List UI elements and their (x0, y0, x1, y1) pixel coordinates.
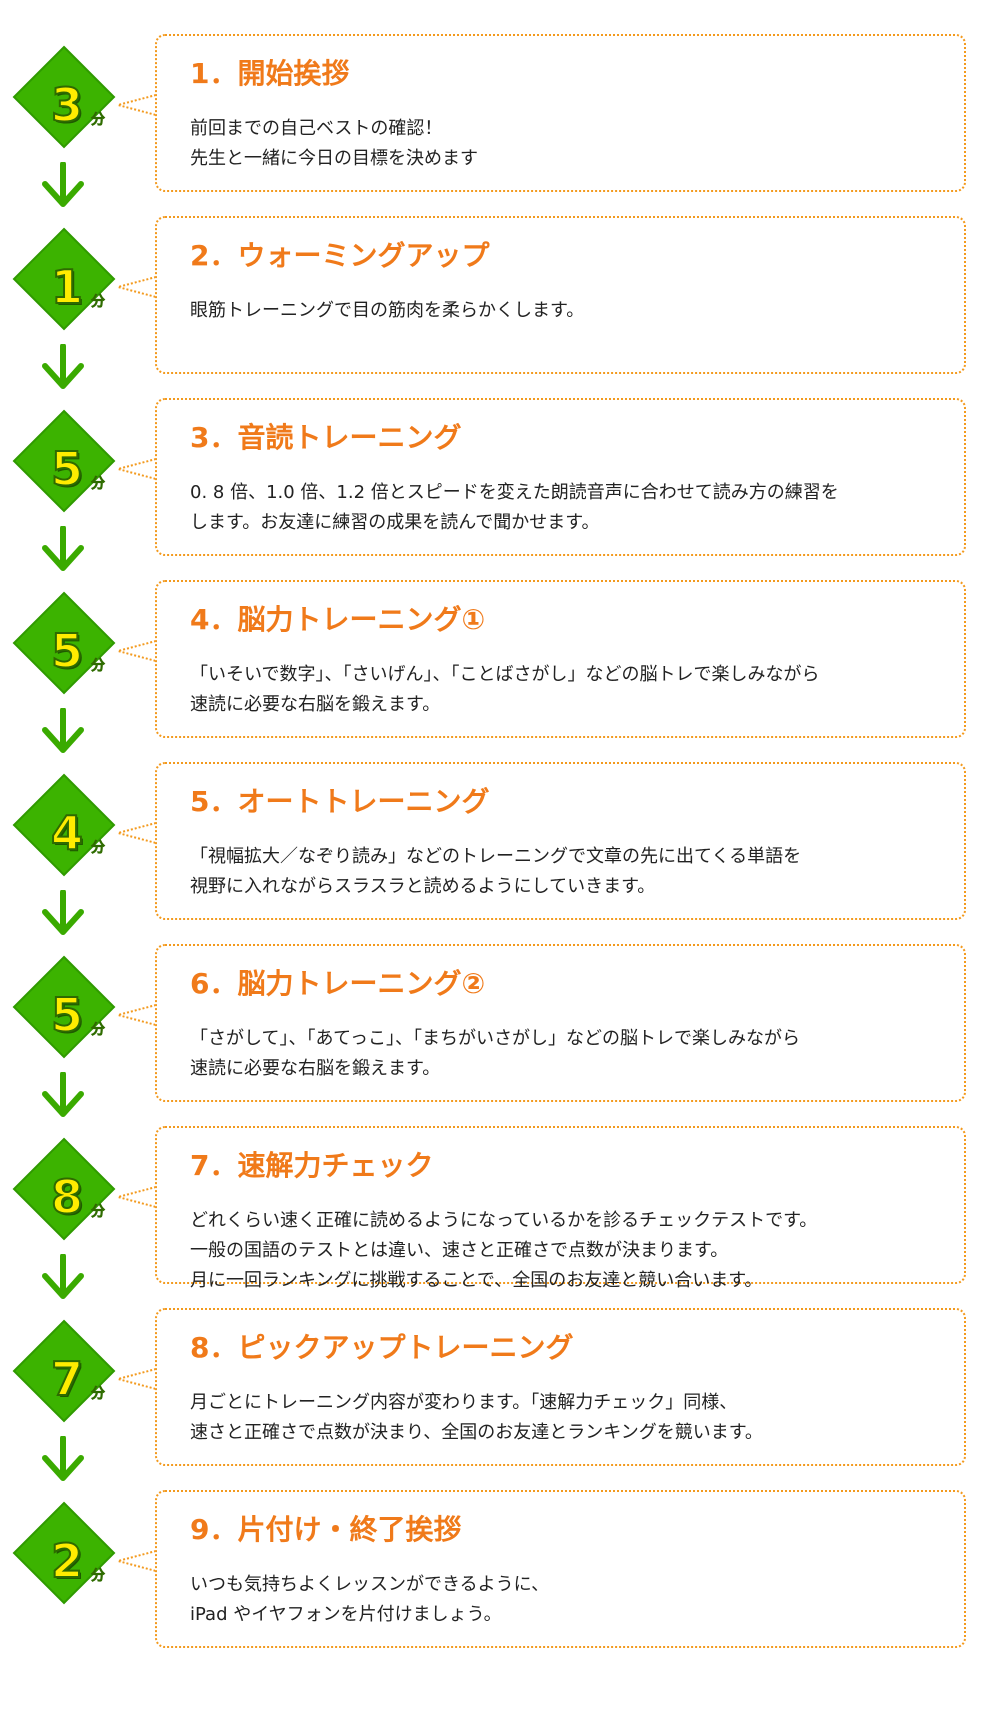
duration-unit: 分 (91, 1386, 106, 1403)
diamond-shape-icon (12, 1319, 116, 1423)
step-description: いつも気持ちよくレッスンができるように、 iPad やイヤフォンを片付けましょう… (190, 1574, 550, 1625)
duration-diamond: 4 分 (12, 773, 116, 877)
step-card: 1．開始挨拶 前回までの自己ベストの確認！ 先生と一緒に今日の目標を決めます (155, 34, 966, 192)
duration-unit: 分 (91, 658, 106, 675)
step-card: 6．脳力トレーニング② 「さがして」、「あてっこ」、「まちがいさがし」などの脳ト… (155, 944, 966, 1102)
duration-diamond: 3 分 (12, 45, 116, 149)
callout-pointer-icon (114, 637, 158, 669)
step-title: 6．脳力トレーニング② (190, 967, 486, 1000)
duration-minutes: 5 (50, 987, 84, 1043)
step-card: 5．オートトレーニング 「視幅拡大／なぞり読み」などのトレーニングで文章の先に出… (155, 762, 966, 920)
step-description: 「視幅拡大／なぞり読み」などのトレーニングで文章の先に出てくる単語を 視野に入れ… (190, 846, 802, 897)
down-arrow-icon (37, 525, 89, 578)
duration-minutes: 7 (50, 1351, 84, 1407)
step-description: 0. 8 倍、1.0 倍、1.2 倍とスピードを変えた朗読音声に合わせて読み方の… (190, 482, 839, 533)
down-arrow-icon (37, 343, 89, 396)
duration-minutes: 5 (50, 623, 84, 679)
duration-diamond: 5 分 (12, 591, 116, 695)
callout-pointer-icon (114, 819, 158, 851)
step-title: 5．オートトレーニング (190, 785, 490, 818)
step-title: 4．脳力トレーニング① (190, 603, 486, 636)
step-title: 8．ピックアップトレーニング (190, 1331, 574, 1364)
diamond-shape-icon (12, 773, 116, 877)
step-description: どれくらい速く正確に読めるようになっているかを診るチェックテストです。 一般の国… (190, 1210, 818, 1291)
lesson-step-9: 2 分 9．片付け・終了挨拶 いつも気持ちよくレッスンができるように、 iPad… (0, 1490, 990, 1672)
duration-unit: 分 (91, 112, 106, 129)
diamond-shape-icon (12, 409, 116, 513)
callout-pointer-icon (114, 1365, 158, 1397)
step-description: 前回までの自己ベストの確認！ 先生と一緒に今日の目標を決めます (190, 118, 478, 169)
diamond-shape-icon (12, 955, 116, 1059)
duration-diamond: 5 分 (12, 409, 116, 513)
step-description: 月ごとにトレーニング内容が変わります。「速解力チェック」同様、 速さと正確さで点… (190, 1392, 763, 1443)
callout-pointer-icon (114, 1001, 158, 1033)
duration-diamond: 1 分 (12, 227, 116, 331)
duration-unit: 分 (91, 476, 106, 493)
duration-minutes: 2 (50, 1533, 84, 1589)
step-title: 7．速解力チェック (190, 1149, 434, 1182)
down-arrow-icon (37, 161, 89, 214)
lesson-step-6: 5 分 6．脳力トレーニング② 「さがして」、「あてっこ」、「まちがいさがし」な… (0, 944, 990, 1126)
callout-pointer-icon (114, 273, 158, 305)
step-title: 1．開始挨拶 (190, 57, 350, 90)
down-arrow-icon (37, 1253, 89, 1306)
step-title: 2．ウォーミングアップ (190, 239, 490, 272)
diamond-shape-icon (12, 591, 116, 695)
duration-diamond: 2 分 (12, 1501, 116, 1605)
duration-unit: 分 (91, 840, 106, 857)
callout-pointer-icon (114, 1183, 158, 1215)
step-card: 7．速解力チェック どれくらい速く正確に読めるようになっているかを診るチェックテ… (155, 1126, 966, 1291)
callout-pointer-icon (114, 91, 158, 123)
duration-minutes: 5 (50, 441, 84, 497)
step-title: 9．片付け・終了挨拶 (190, 1513, 462, 1546)
step-card: 8．ピックアップトレーニング 月ごとにトレーニング内容が変わります。「速解力チェ… (155, 1308, 966, 1466)
duration-minutes: 1 (50, 259, 84, 315)
step-description: 眼筋トレーニングで目の筋肉を柔らかくします。 (190, 300, 585, 321)
duration-minutes: 8 (50, 1169, 84, 1225)
step-description: 「いそいで数字」、「さいげん」、「ことばさがし」などの脳トレで楽しみながら 速読… (190, 664, 820, 715)
lesson-step-8: 7 分 8．ピックアップトレーニング 月ごとにトレーニング内容が変わります。「速… (0, 1308, 990, 1490)
down-arrow-icon (37, 1435, 89, 1488)
step-title: 3．音読トレーニング (190, 421, 462, 454)
step-card: 4．脳力トレーニング① 「いそいで数字」、「さいげん」、「ことばさがし」などの脳… (155, 580, 966, 738)
callout-pointer-icon (114, 455, 158, 487)
duration-unit: 分 (91, 1204, 106, 1221)
lesson-step-4: 5 分 4．脳力トレーニング① 「いそいで数字」、「さいげん」、「ことばさがし」… (0, 580, 990, 762)
lesson-step-7: 8 分 7．速解力チェック どれくらい速く正確に読めるようになっているかを診るチ… (0, 1126, 990, 1308)
diamond-shape-icon (12, 45, 116, 149)
diamond-shape-icon (12, 1137, 116, 1241)
diamond-shape-icon (12, 227, 116, 331)
duration-minutes: 4 (50, 805, 84, 861)
step-card: 9．片付け・終了挨拶 いつも気持ちよくレッスンができるように、 iPad やイヤ… (155, 1490, 966, 1648)
duration-unit: 分 (91, 1568, 106, 1585)
duration-unit: 分 (91, 1022, 106, 1039)
duration-diamond: 7 分 (12, 1319, 116, 1423)
diamond-shape-icon (12, 1501, 116, 1605)
duration-minutes: 3 (50, 77, 84, 133)
duration-diamond: 8 分 (12, 1137, 116, 1241)
lesson-step-2: 1 分 2．ウォーミングアップ 眼筋トレーニングで目の筋肉を柔らかくします。 (0, 216, 990, 398)
step-card: 2．ウォーミングアップ 眼筋トレーニングで目の筋肉を柔らかくします。 (155, 216, 966, 374)
duration-unit: 分 (91, 294, 106, 311)
lesson-step-3: 5 分 3．音読トレーニング 0. 8 倍、1.0 倍、1.2 倍とスピードを変… (0, 398, 990, 580)
lesson-step-5: 4 分 5．オートトレーニング 「視幅拡大／なぞり読み」などのトレーニングで文章… (0, 762, 990, 944)
down-arrow-icon (37, 707, 89, 760)
lesson-step-1: 3 分 1．開始挨拶 前回までの自己ベストの確認！ 先生と一緒に今日の目標を決め… (0, 34, 990, 216)
callout-pointer-icon (114, 1547, 158, 1579)
step-description: 「さがして」、「あてっこ」、「まちがいさがし」などの脳トレで楽しみながら 速読に… (190, 1028, 801, 1079)
step-card: 3．音読トレーニング 0. 8 倍、1.0 倍、1.2 倍とスピードを変えた朗読… (155, 398, 966, 556)
duration-diamond: 5 分 (12, 955, 116, 1059)
down-arrow-icon (37, 1071, 89, 1124)
down-arrow-icon (37, 889, 89, 942)
